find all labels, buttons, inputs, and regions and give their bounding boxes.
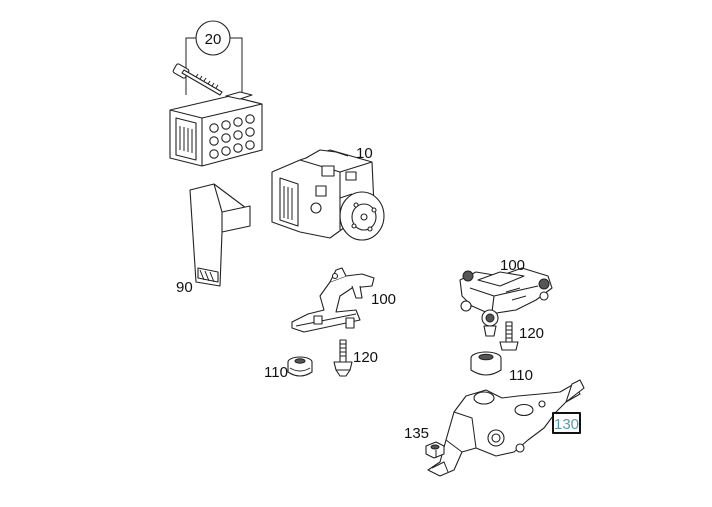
callout-100-left[interactable]: 100 bbox=[371, 291, 396, 308]
screw-left-part bbox=[333, 339, 353, 377]
screw-right-part bbox=[499, 321, 519, 351]
part-20-group: 20 bbox=[169, 20, 263, 167]
cover-shield-part bbox=[189, 183, 251, 287]
leader-line-20-right bbox=[230, 37, 243, 95]
bracket-right-part bbox=[459, 267, 553, 337]
callout-100-right[interactable]: 100 bbox=[500, 257, 525, 274]
bolt-part bbox=[172, 63, 223, 96]
callout-135[interactable]: 135 bbox=[404, 425, 429, 442]
grommet-right-part bbox=[470, 351, 502, 376]
control-module-part bbox=[169, 91, 263, 167]
callout-110-left[interactable]: 110 bbox=[264, 364, 288, 381]
callout-120-right[interactable]: 120 bbox=[519, 325, 544, 342]
bracket-left-part bbox=[291, 267, 375, 333]
support-plate-part bbox=[427, 379, 585, 477]
abs-hydraulic-unit-part bbox=[271, 149, 385, 241]
callout-110-right[interactable]: 110 bbox=[509, 367, 533, 384]
callout-130-highlight-box bbox=[552, 412, 581, 434]
callout-20[interactable]: 20 bbox=[205, 31, 222, 48]
leader-line-20-left bbox=[185, 37, 196, 95]
callout-10[interactable]: 10 bbox=[356, 145, 373, 162]
nut-part bbox=[425, 441, 445, 459]
grommet-left-part bbox=[287, 356, 313, 377]
callout-130-highlight-group: 130 bbox=[552, 412, 581, 434]
callout-90[interactable]: 90 bbox=[176, 279, 193, 296]
callout-120-left[interactable]: 120 bbox=[353, 349, 378, 366]
callout-130[interactable]: 130 bbox=[554, 416, 579, 433]
